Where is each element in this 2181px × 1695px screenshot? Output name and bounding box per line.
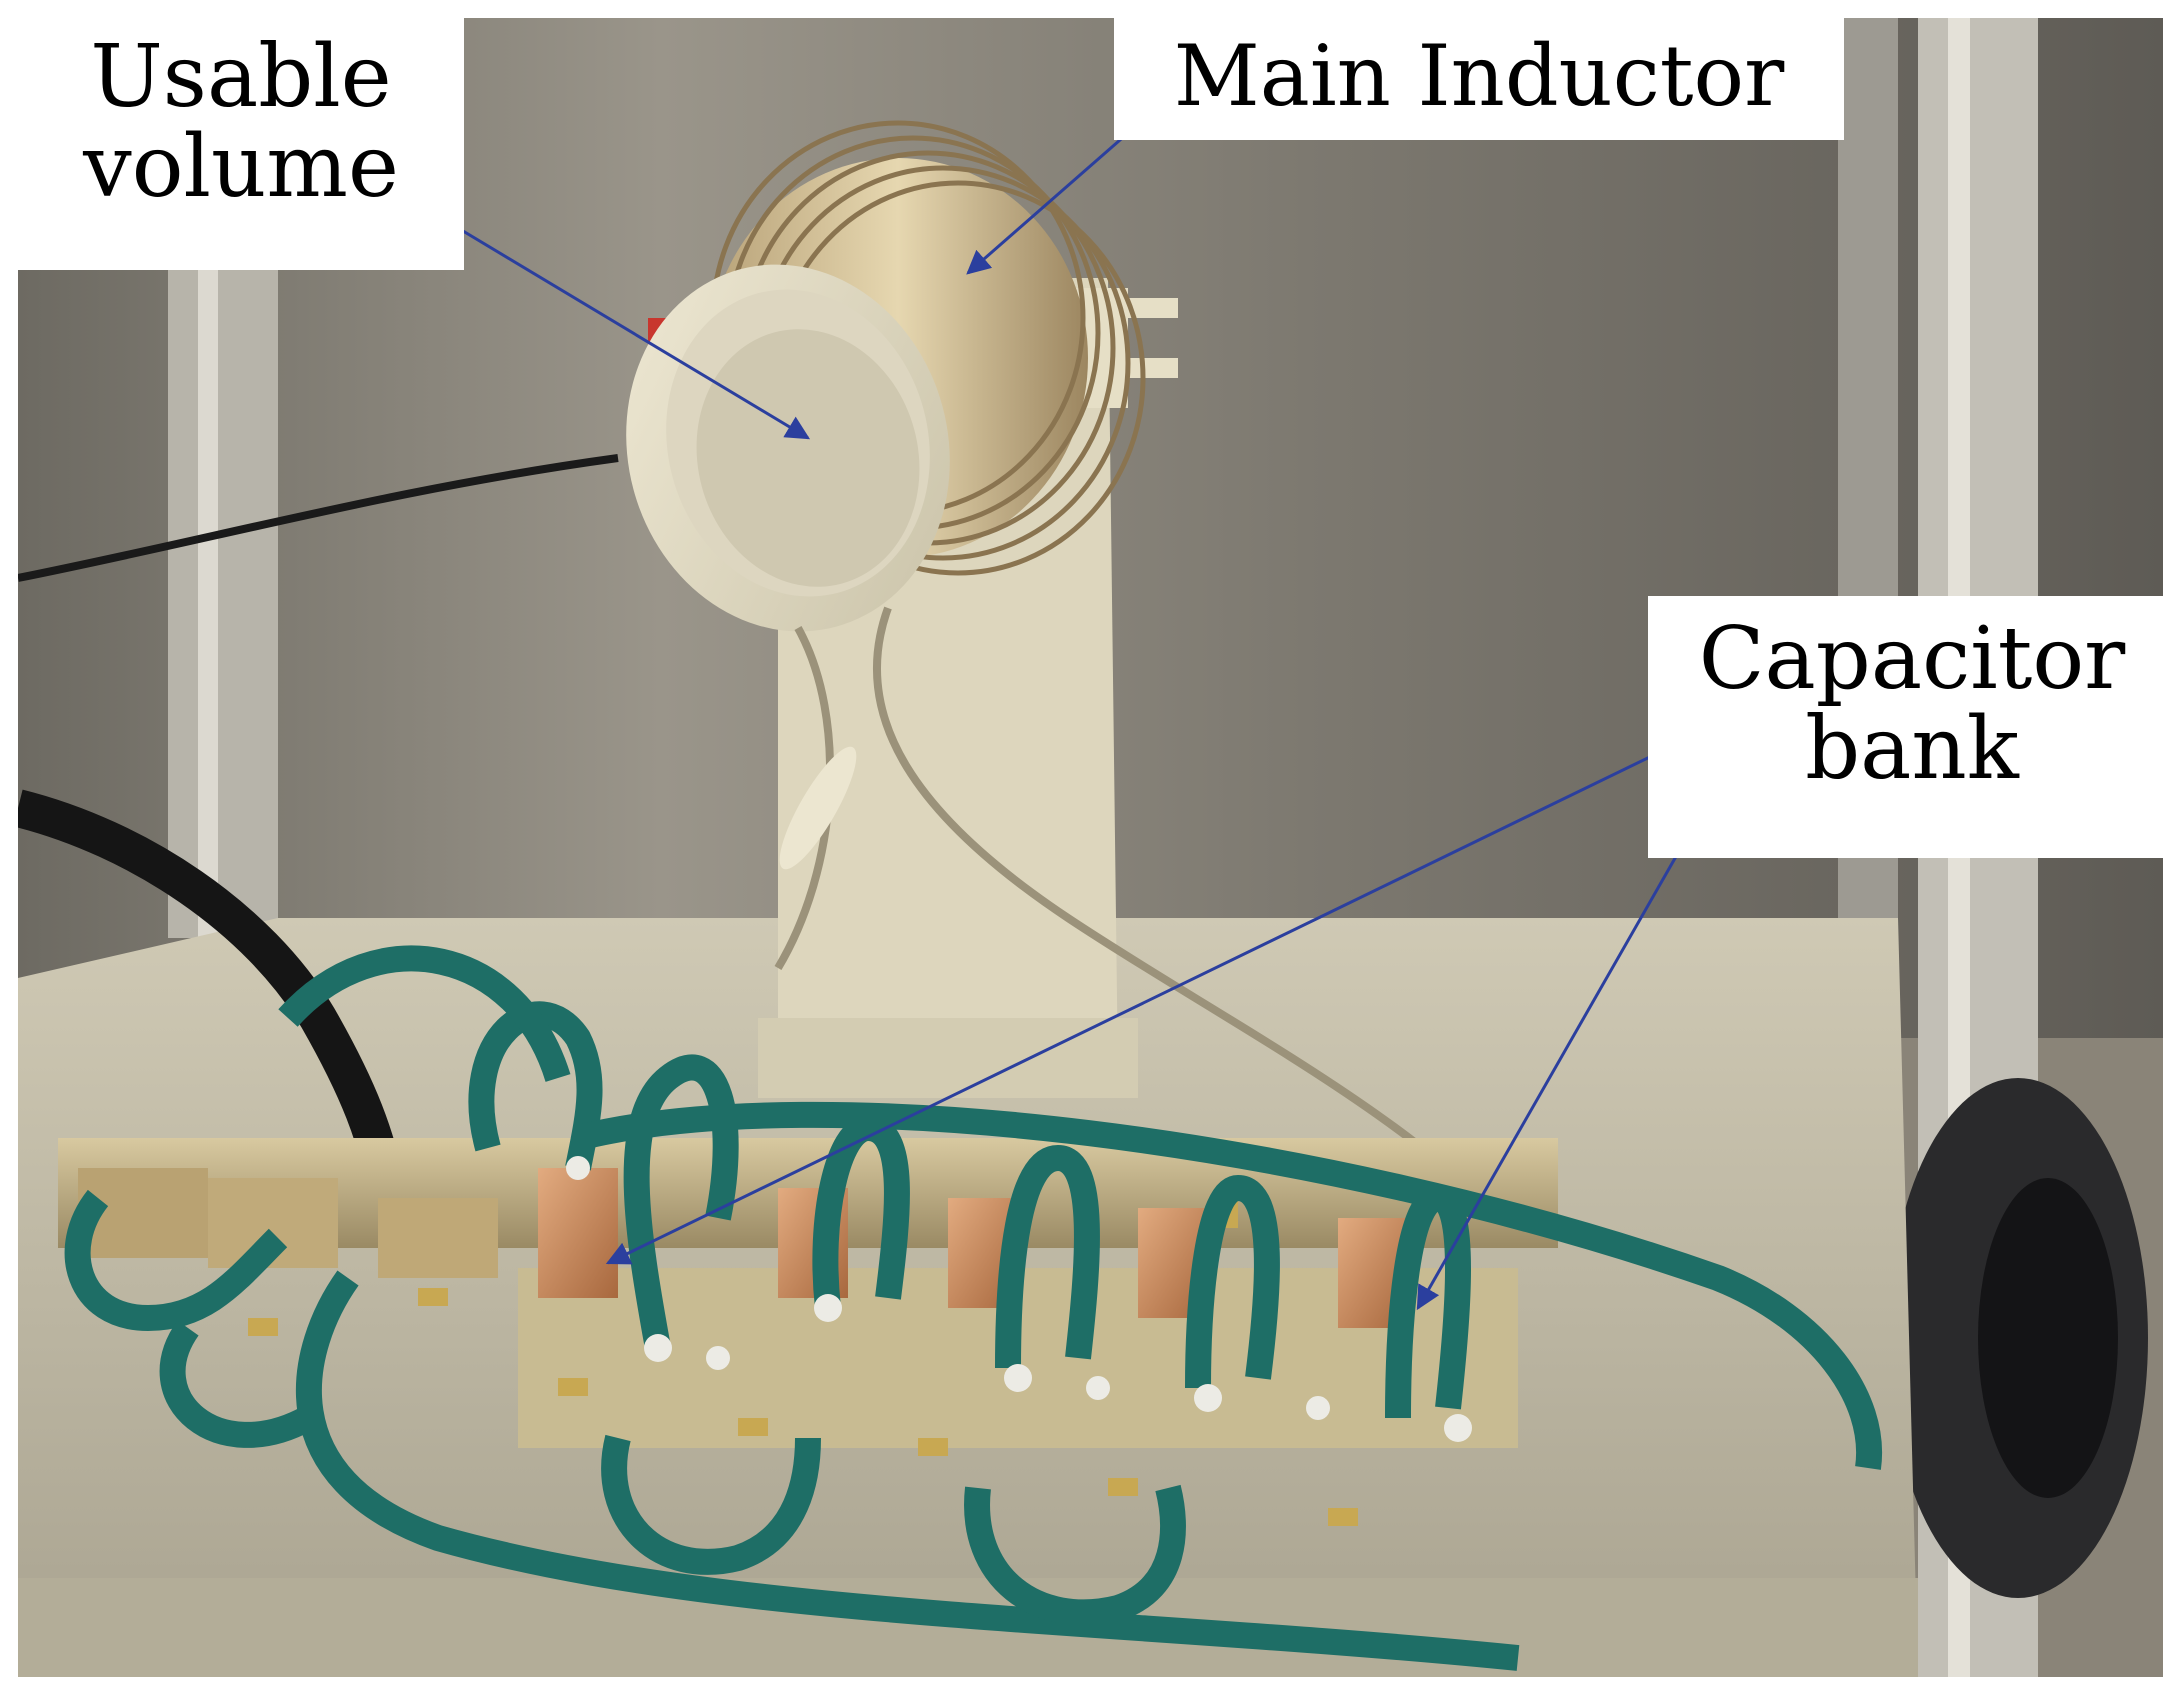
label-main-inductor: Main Inductor — [1114, 18, 1844, 140]
label-usable-volume-line1: Usable — [90, 27, 392, 127]
figure-frame: Usable volume Main Inductor Capacitor ba… — [18, 18, 2163, 1677]
label-usable-volume-line2: volume — [83, 117, 399, 218]
label-capacitor-bank: Capacitor bank — [1648, 596, 2163, 858]
left-frame-post — [168, 238, 278, 938]
label-capacitor-bank-line2: bank — [1805, 699, 2019, 800]
black-cable — [18, 789, 407, 1202]
label-usable-volume: Usable volume — [18, 18, 464, 270]
label-capacitor-bank-line1: Capacitor — [1698, 609, 2126, 709]
